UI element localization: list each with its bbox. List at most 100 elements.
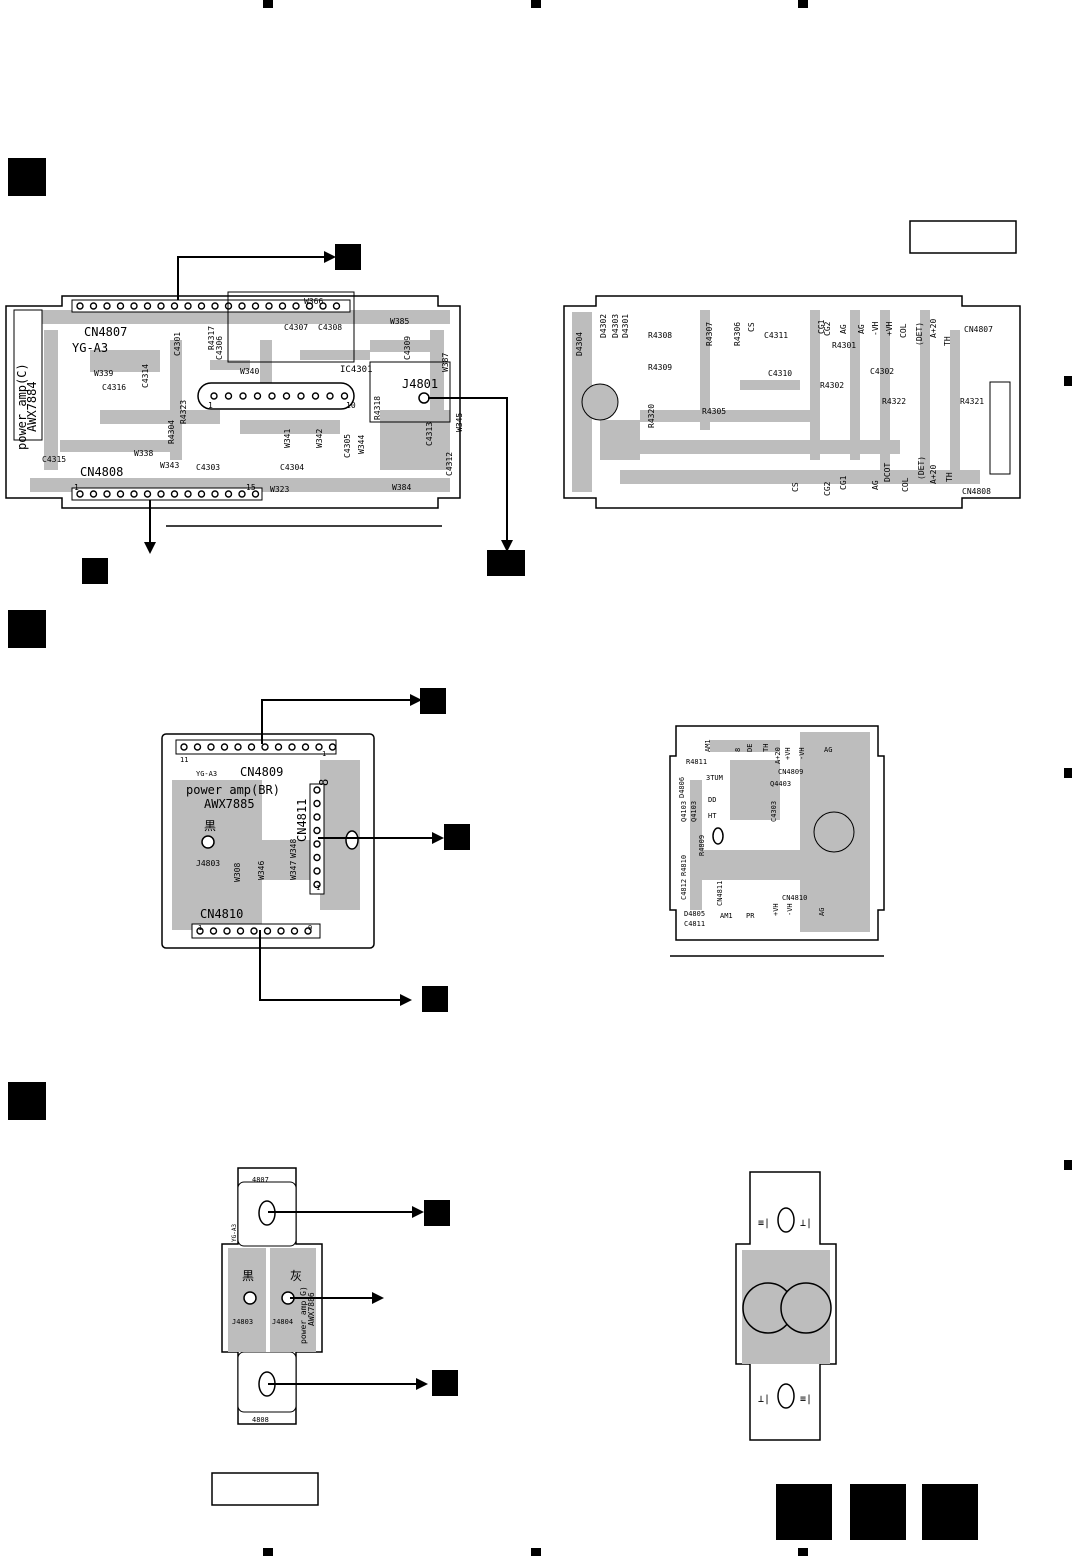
component-label: CS xyxy=(747,322,756,332)
component-label: R4302 xyxy=(820,381,844,390)
pad xyxy=(326,392,334,400)
component-label: DE xyxy=(746,744,754,752)
component-label: A+20 xyxy=(774,747,782,764)
component-label: W343 xyxy=(160,461,179,470)
component-label: ≡| xyxy=(800,1394,812,1405)
component-label: 1 xyxy=(74,483,79,492)
component-label: (DET) xyxy=(917,456,926,480)
component-label: CN4810 xyxy=(200,907,243,921)
component-label: TH xyxy=(943,336,952,346)
component-label: TH xyxy=(945,472,954,482)
component-label: C4307 xyxy=(284,323,308,332)
component-label: A+20 xyxy=(929,319,938,338)
component-label: +VH xyxy=(772,903,780,916)
corner-block-2 xyxy=(850,1484,906,1540)
component-label: 1 xyxy=(198,924,202,932)
component-label: W338 xyxy=(134,449,153,458)
pad xyxy=(157,302,165,310)
ref-box-br-top xyxy=(420,688,446,714)
component-label: (DET) xyxy=(915,322,924,346)
component-label: +VH xyxy=(885,321,894,336)
component-label: 8 xyxy=(734,748,742,752)
component-label: Q4103 xyxy=(690,801,698,822)
pad xyxy=(261,743,269,751)
component-label: R4811 xyxy=(686,758,707,766)
component-label: A+20 xyxy=(929,465,938,484)
component-label: power amp(BR) xyxy=(186,783,280,797)
component-label: TH xyxy=(762,744,770,752)
corner-block-1 xyxy=(776,1484,832,1540)
pad xyxy=(157,490,165,498)
component-label: C4812 xyxy=(680,879,688,900)
component-label: AG xyxy=(839,324,848,334)
component-label: CS xyxy=(791,482,800,492)
pad xyxy=(278,302,287,310)
component-label: W342 xyxy=(315,429,324,448)
pad xyxy=(211,490,219,498)
pad xyxy=(277,927,285,935)
component-label: C4309 xyxy=(403,336,412,360)
pad xyxy=(305,302,314,310)
component-label: D4301 xyxy=(621,314,630,338)
component-label: YG-A3 xyxy=(231,1224,238,1242)
component-label: W345 xyxy=(455,413,464,432)
pad xyxy=(274,743,283,751)
component-label: CN4811 xyxy=(716,881,724,906)
component-label: J4803 xyxy=(196,859,220,868)
pad xyxy=(251,490,260,498)
pad xyxy=(143,490,152,498)
pad xyxy=(332,302,341,310)
pad xyxy=(236,927,245,935)
component-label: C4304 xyxy=(280,463,304,472)
component-label: CN4807 xyxy=(964,325,993,334)
component-label: DD xyxy=(708,796,716,804)
ref-box-br-bottom xyxy=(422,986,448,1012)
pad xyxy=(282,392,291,400)
component-label: R4321 xyxy=(960,397,984,406)
pad xyxy=(268,392,276,400)
pad xyxy=(76,302,84,310)
component-label: R4320 xyxy=(647,404,656,428)
section-marker-br xyxy=(8,610,46,648)
component-label: C4811 xyxy=(684,920,705,928)
component-label: R4810 xyxy=(680,855,688,876)
component-label: W344 xyxy=(357,435,366,454)
component-label: C4310 xyxy=(768,369,792,378)
pad xyxy=(209,927,218,935)
component-label: 黒 xyxy=(242,1269,254,1283)
pad xyxy=(239,392,247,400)
pad xyxy=(301,743,310,751)
pad xyxy=(253,392,262,400)
component-label: W346 xyxy=(257,861,266,880)
component-label: D4806 xyxy=(678,777,686,798)
pad xyxy=(116,490,125,498)
component-label: C4302 xyxy=(870,367,894,376)
component-label: C4305 xyxy=(343,434,352,458)
component-label: R4304 xyxy=(167,420,176,444)
pad xyxy=(319,302,327,310)
pad xyxy=(207,743,215,751)
component-label: AWX7885 xyxy=(204,797,255,811)
component-label: D4302 xyxy=(599,314,608,338)
ref-box-g-bottom xyxy=(432,1370,458,1396)
corner-block-3 xyxy=(922,1484,978,1540)
pad xyxy=(211,302,219,310)
component-label: CG2 xyxy=(823,481,832,496)
component-label: CG2 xyxy=(823,321,832,336)
component-label: 灰 xyxy=(290,1269,302,1283)
pad xyxy=(265,302,273,310)
pad xyxy=(247,743,256,751)
component-label: W341 xyxy=(283,429,292,448)
component-label: AM1 xyxy=(704,739,712,752)
pad xyxy=(193,743,202,751)
pad xyxy=(224,392,233,400)
pad xyxy=(116,302,125,310)
pad xyxy=(103,302,111,310)
pad xyxy=(304,927,312,935)
pad xyxy=(210,392,218,400)
pad xyxy=(184,302,192,310)
component-label: W387 xyxy=(441,353,450,372)
pad xyxy=(311,392,320,400)
component-label: 1 xyxy=(208,401,213,410)
